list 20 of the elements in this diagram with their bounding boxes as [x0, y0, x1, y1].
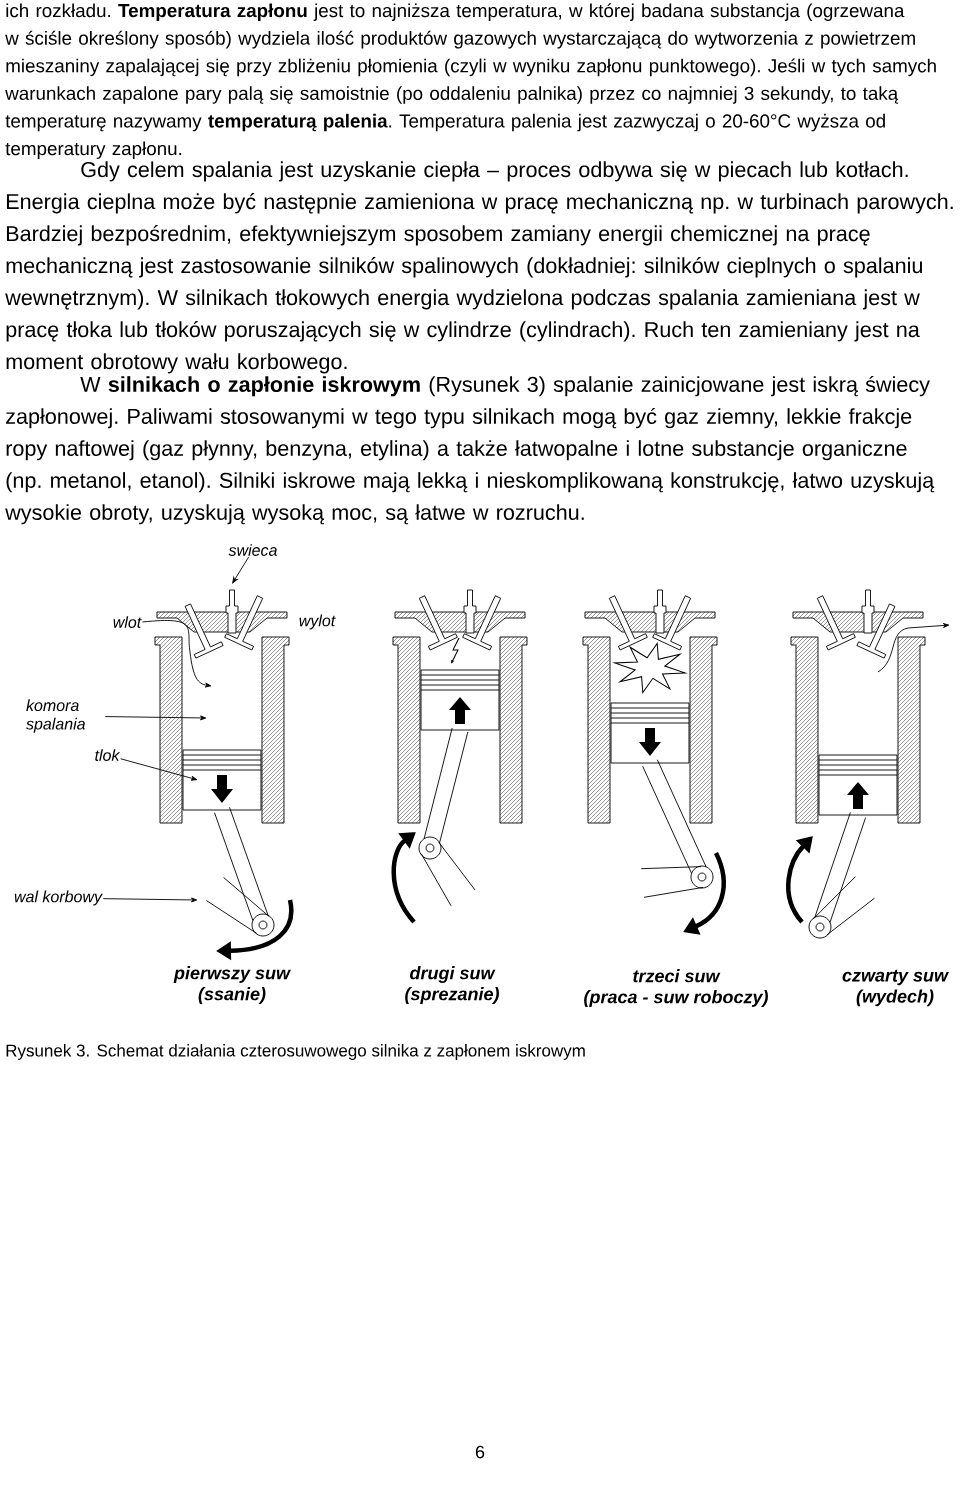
stroke-caption: pierwszy suw (ssanie) — [173, 966, 291, 1004]
paragraph: Gdy celem spalania jest uzyskanie ciepła – proces odbywa się w piecach lub kotłach. Energia cieplna może być następnie zamieniona w pracę mechaniczną np. w turbinach parowych. Bardziej bezpośrednim, efektywniejszym sposobem zamiany energii chemicznej na pracę mechaniczną jest zastosowanie silników spalinowych (dokładniej: silników cieplnych o spalaniu wewnętrznym). W silnikach tłokowych energia wydzielona podczas spalania zamieniana jest w pracę tłoka lub tłoków poruszających się w cylindrze (cylindrach). Ruch ten zamieniany jest na moment obrotowy wału korbowego. — [5, 161, 953, 374]
paragraph: ich rozkładu. Temperatura zapłonu jest to najniższa temperatura, w której badana substancja (ogrzewana w ściśle określony sposób) wydziela ilość produktów gazowych wystarczającą do wytworzenia z powietrzem mieszaniny zapalającej się przy zbliżeniu płomienia (czyli w wyniku zapłonu punktowego). Jeśli w tych samych warunkach zapalone pary palą się samoistnie (po oddaleniu palnika) przez co najmniej 3 sekundy, to taką temperaturę nazywamy temperaturą palenia. Temperatura palenia jest zazwyczaj o 20-60°C wyższa od temperatury zapłonu. — [5, 3, 936, 159]
part-label: komora spalania — [26, 699, 86, 733]
leader-line — [104, 715, 207, 721]
page-number: 6 — [475, 1445, 485, 1459]
part-label: wal korbowy — [14, 890, 103, 906]
leader-line — [141, 620, 212, 688]
paragraph: W silnikach o zapłonie iskrowym (Rysunek 3) spalanie zainicjowane jest iskrą świecy zapłonowej. Paliwami stosowanymi w tego typu silnikach mogą być gaz ziemny, lekkie frakcje ropy naftowej (gaz płynny, benzyna, etylina) a także łatwopalne i lotne substancje organiczne (np. metanol, etanol). Silniki iskrowe mają lekką i nieskomplikowaną konstrukcję, łatwo uzyskują wysokie obroty, uzyskują wysoką moc, są łatwe w rozruchu. — [5, 375, 935, 525]
part-label: wylot — [299, 614, 336, 630]
part-label: tlok — [95, 749, 121, 761]
leader-line — [120, 758, 198, 781]
leader-line — [232, 556, 250, 584]
part-label: swieca — [228, 544, 277, 556]
part-label: wlot — [113, 616, 142, 628]
stroke-caption: czwarty suw (wydech) — [842, 969, 949, 1007]
leader-line — [102, 897, 198, 903]
stroke-caption: trzeci suw (praca - suw roboczy) — [584, 969, 768, 1007]
figure-caption: Rysunek 3. Schemat działania czterosuwowego silnika z zapłonem iskrowym — [6, 1044, 585, 1060]
stroke-caption: drugi suw (sprezanie) — [405, 966, 499, 1004]
